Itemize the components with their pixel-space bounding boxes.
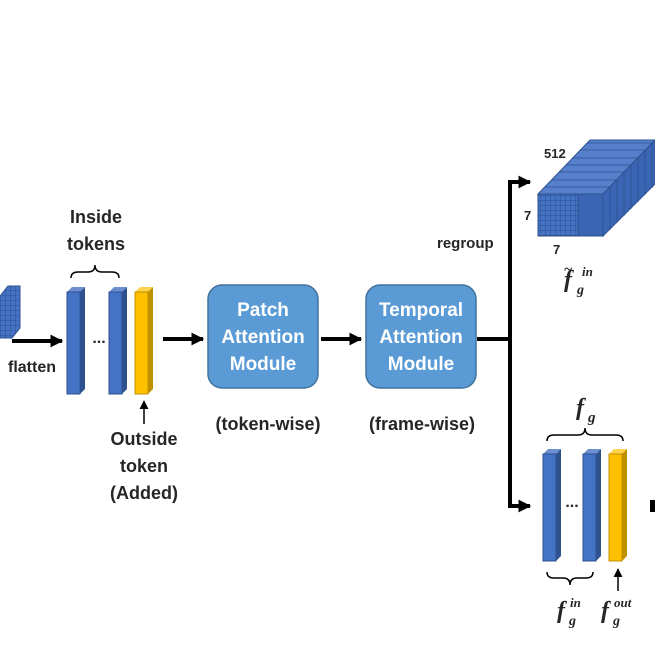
- dim-512-label: 512: [544, 146, 566, 161]
- outside-token-label-line2: token: [120, 456, 168, 476]
- patch-attention-module: Patch Attention Module: [207, 284, 319, 389]
- temporal-module-line1: Temporal: [379, 300, 463, 321]
- svg-text:f: f: [601, 598, 611, 624]
- svg-text:out: out: [614, 595, 632, 610]
- f-g-label: f g: [576, 395, 596, 426]
- input-feature-cube-partial: [0, 285, 21, 339]
- inside-tokens-label-line2: tokens: [67, 234, 125, 254]
- f-g-out-label: f g out: [601, 595, 632, 629]
- temporal-attention-module: Temporal Attention Module: [365, 284, 477, 389]
- svg-text:f: f: [557, 598, 567, 624]
- svg-text:~: ~: [564, 262, 573, 278]
- inside-tokens-brace: [70, 264, 120, 279]
- outside-token-label-line1: Outside: [110, 429, 177, 449]
- dim-7-width-label: 7: [553, 242, 560, 257]
- svg-text:g: g: [568, 614, 576, 629]
- svg-text:in: in: [570, 595, 581, 610]
- svg-text:g: g: [576, 283, 584, 298]
- inside-tokens-ellipsis: ...: [92, 330, 105, 347]
- regroup-label: regroup: [437, 235, 494, 252]
- regrouped-feature-cube: [536, 139, 655, 238]
- patch-module-line2: Attention: [221, 327, 304, 348]
- outside-token-label-line3: (Added): [110, 483, 178, 503]
- token-wise-label: (token-wise): [215, 414, 320, 434]
- frame-wise-label: (frame-wise): [369, 414, 475, 434]
- token-bar-f-g-2: [582, 449, 601, 562]
- f-g-in-label: f g in: [557, 595, 581, 629]
- token-bar-inside-1: [66, 287, 85, 395]
- token-bar-inside-2: [108, 287, 127, 395]
- flatten-label: flatten: [8, 359, 56, 376]
- inside-tokens-label-line1: Inside: [70, 207, 122, 227]
- patch-module-line3: Module: [230, 354, 297, 375]
- token-bar-outside: [134, 287, 153, 395]
- token-bar-f-g-1: [542, 449, 561, 562]
- f-g-brace: [546, 427, 624, 442]
- split-connector: [477, 175, 532, 513]
- svg-text:g: g: [612, 614, 620, 629]
- svg-text:in: in: [582, 264, 593, 279]
- partial-element-right-edge: [650, 500, 655, 512]
- patch-module-line1: Patch: [237, 300, 289, 321]
- dim-7-height-label: 7: [524, 208, 531, 223]
- temporal-module-line3: Module: [388, 354, 455, 375]
- f-g-in-brace: [546, 571, 594, 586]
- svg-text:g: g: [587, 410, 596, 426]
- svg-text:f: f: [576, 395, 586, 421]
- svg-text:f: f: [564, 267, 574, 293]
- temporal-module-line2: Attention: [379, 327, 462, 348]
- f-g-ellipsis: ...: [565, 494, 578, 511]
- token-bar-f-g-out: [608, 449, 627, 562]
- f-tilde-g-in-label: ~ f g in: [564, 262, 593, 298]
